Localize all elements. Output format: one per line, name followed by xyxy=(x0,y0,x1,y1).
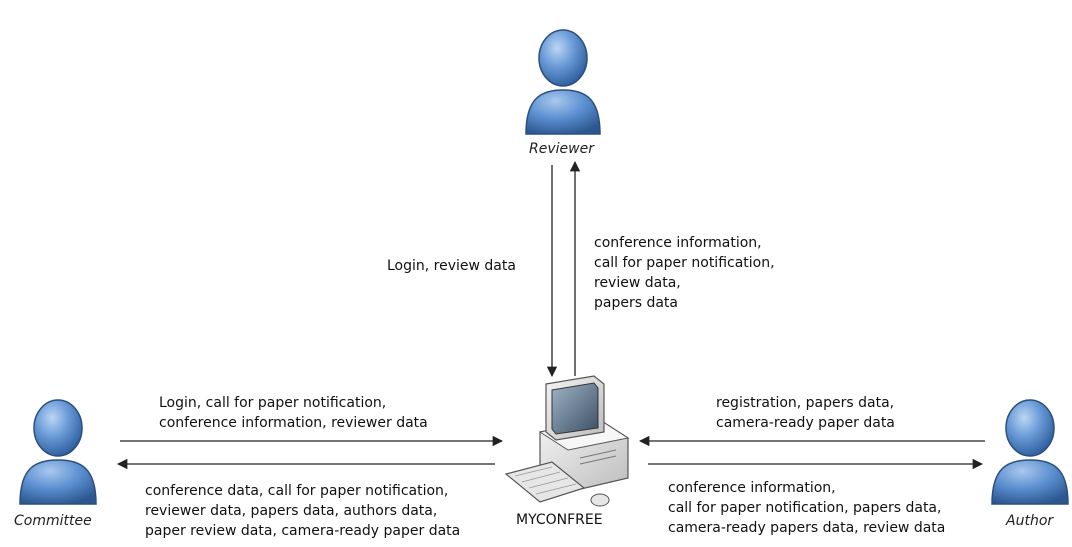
flow-line: camera-ready paper data xyxy=(716,415,895,431)
flow-line: Login, review data xyxy=(387,258,516,274)
flow-line: papers data xyxy=(594,295,678,311)
author-person-icon xyxy=(991,399,1069,505)
flow-line: camera-ready papers data, review data xyxy=(668,520,946,536)
flow-label-system-to-committee: conference data, call for paper notifica… xyxy=(145,481,460,541)
flow-line: call for paper notification, papers data… xyxy=(668,500,942,516)
flow-label-system-to-reviewer: conference information, call for paper n… xyxy=(594,233,775,313)
flow-line: registration, papers data, xyxy=(716,395,895,411)
committee-person-icon xyxy=(19,399,97,505)
flow-line: Login, call for paper notification, xyxy=(159,395,387,411)
flow-label-author-to-system: registration, papers data, camera-ready … xyxy=(716,393,895,433)
flow-line: conference information, xyxy=(594,235,762,251)
flow-line: paper review data, camera-ready paper da… xyxy=(145,523,461,539)
flow-label-reviewer-to-system: Login, review data xyxy=(387,256,516,276)
reviewer-label: Reviewer xyxy=(529,141,594,157)
flow-line: reviewer data, papers data, authors data… xyxy=(145,503,438,519)
flow-line: call for paper notification, xyxy=(594,255,775,271)
reviewer-person-icon xyxy=(525,29,601,135)
flow-line: conference information, reviewer data xyxy=(159,415,428,431)
system-name-label: MYCONFREE xyxy=(516,512,603,528)
flow-line: conference information, xyxy=(668,480,836,496)
flow-label-system-to-author: conference information, call for paper n… xyxy=(668,478,945,538)
desktop-computer-icon xyxy=(504,375,630,507)
flow-line: conference data, call for paper notifica… xyxy=(145,483,449,499)
flow-label-committee-to-system: Login, call for paper notification, conf… xyxy=(159,393,428,433)
author-label: Author xyxy=(1006,513,1054,529)
committee-label: Committee xyxy=(14,513,92,529)
flow-line: review data, xyxy=(594,275,681,291)
